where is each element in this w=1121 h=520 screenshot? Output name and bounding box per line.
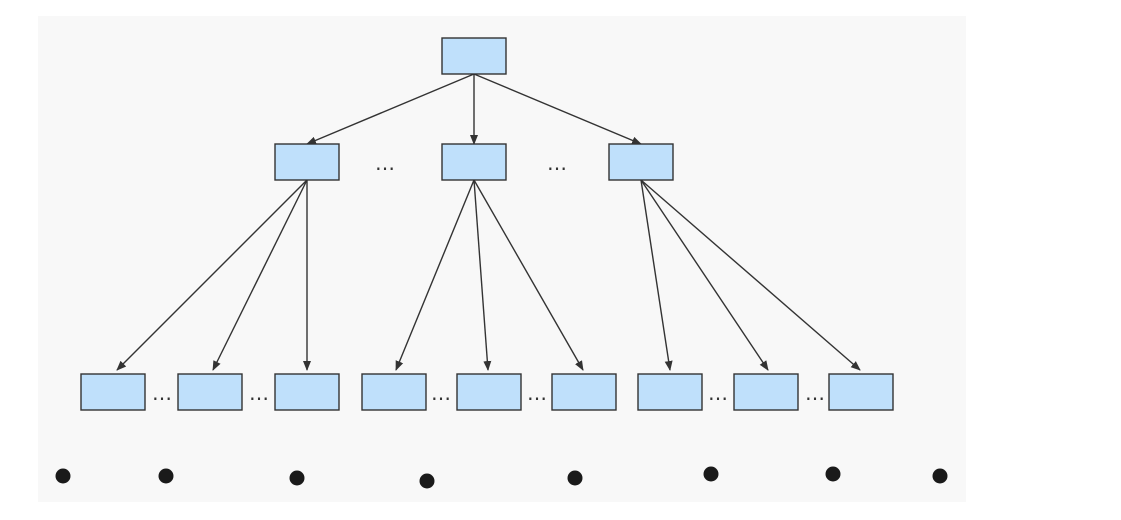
dot-8 [932,468,948,484]
edge-root-to-mid-3 [473,73,642,145]
ellipsis-3: … [152,381,172,405]
node-mid-1 [274,143,340,181]
edge-mid-1-to-leaf-1-1 [116,179,308,371]
dot-3 [289,470,305,486]
node-leaf-3-1 [637,373,703,411]
edges-layer [116,73,861,371]
node-leaf-1-2 [177,373,243,411]
dot-4 [419,473,435,489]
node-leaf-2-2 [456,373,522,411]
dot-1 [55,468,71,484]
ellipsis-7: … [708,381,728,405]
edge-mid-2-to-leaf-2-3 [473,179,584,371]
edge-mid-1-to-leaf-1-2 [212,179,308,371]
node-leaf-2-1 [361,373,427,411]
node-leaf-1-1 [80,373,146,411]
edge-mid-2-to-leaf-2-1 [395,179,475,371]
dots-layer [55,466,948,489]
dot-5 [567,470,583,486]
ellipsis-2: … [547,151,567,175]
edge-mid-3-to-leaf-3-3 [640,179,861,371]
ellipsis-4: … [249,381,269,405]
edge-mid-2-to-leaf-2-2 [473,179,492,371]
node-root [441,37,507,75]
node-leaf-3-3 [828,373,894,411]
edge-root-to-mid-1 [306,73,475,145]
dot-6 [703,466,719,482]
ellipsis-5: … [431,381,451,405]
node-leaf-1-3 [274,373,340,411]
dot-2 [158,468,174,484]
ellipsis-1: … [375,151,395,175]
node-leaf-3-2 [733,373,799,411]
node-leaf-2-3 [551,373,617,411]
nodes-layer [80,37,894,411]
node-mid-3 [608,143,674,181]
dot-7 [825,466,841,482]
ellipsis-6: … [527,381,547,405]
node-mid-2 [441,143,507,181]
ellipsis-8: … [805,381,825,405]
edge-mid-3-to-leaf-3-1 [640,179,673,371]
ellipsis-layer: … … … … … … … … [152,151,825,405]
edge-mid-3-to-leaf-3-2 [640,179,769,371]
diagram-panel [38,16,966,502]
